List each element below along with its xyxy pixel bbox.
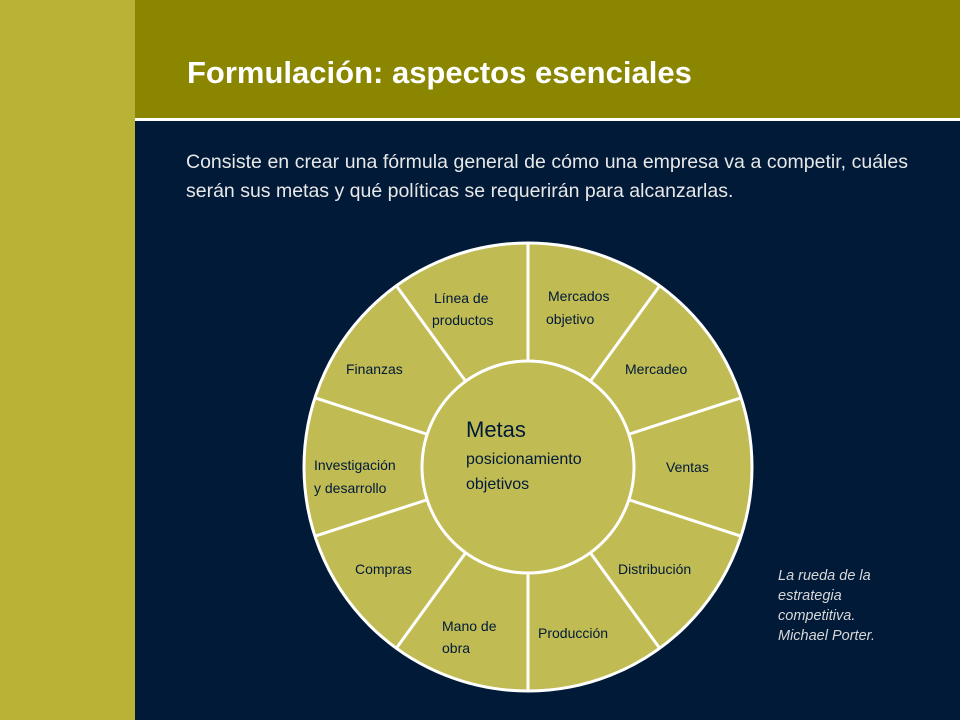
center-title: Metas [466,417,526,442]
segment-linea-productos-line-1: Línea de [434,290,489,306]
segment-mercados-objetivo-line-1: Mercados [548,288,609,304]
segment-mercadeo: Mercadeo [625,361,687,377]
center-line-2: objetivos [466,476,529,493]
segment-distribucion: Distribución [618,561,691,577]
segment-mercados-objetivo-line-2: objetivo [546,311,594,327]
caption-line-2: estrategia [778,588,842,604]
caption-line-3: competitiva. [778,608,856,624]
caption-line-4: Michael Porter. [778,628,875,644]
slide-title: Formulación: aspectos esenciales [187,55,692,90]
segment-divider [395,284,467,383]
center-line-1: posicionamiento [466,451,582,468]
segment-mano-de-obra-line-1: Mano de [442,618,497,634]
segment-ventas: Ventas [666,459,709,475]
segment-compras: Compras [355,561,412,577]
header-band [135,0,960,118]
left-accent-band [0,0,135,720]
segment-divider [314,396,428,436]
segment-divider [314,498,428,538]
intro-paragraph: Consiste en crear una fórmula general de… [186,151,908,202]
segment-produccion: Producción [538,625,608,641]
segment-linea-productos-line-2: productos [432,312,493,328]
source-caption: La rueda de la estrategia competitiva. M… [778,566,875,646]
segment-divider [589,551,661,650]
segment-mano-de-obra-line-2: obra [442,640,470,656]
segment-finanzas: Finanzas [346,361,403,377]
caption-line-1: La rueda de la [778,568,871,584]
segment-divider [589,284,661,383]
center-circle [420,359,636,575]
segment-investigacion-line-1: Investigación [314,457,396,473]
segment-dividers [314,243,742,691]
segment-divider [395,551,467,650]
segment-divider [628,498,742,538]
header-divider [135,118,960,121]
segment-investigacion-line-2: y desarrollo [314,480,387,496]
segment-divider [628,396,742,436]
